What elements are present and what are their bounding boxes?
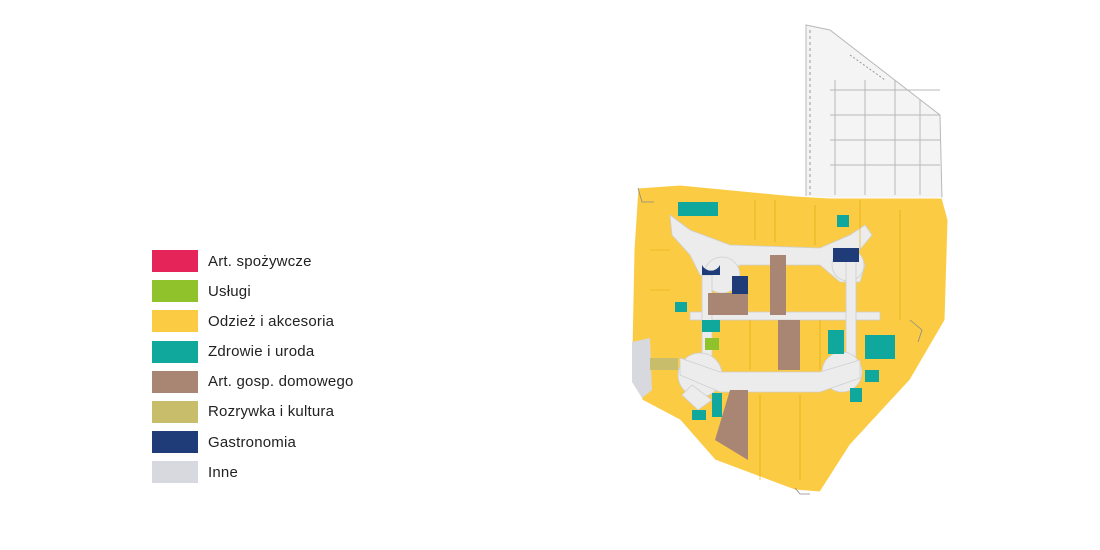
legend-label-health: Zdrowie i uroda	[208, 343, 315, 361]
parking-area	[805, 24, 943, 201]
zone-other	[632, 338, 652, 398]
zone-household	[708, 255, 800, 460]
legend-swatch-gastronomy	[152, 431, 198, 454]
legend-swatch-household	[152, 370, 198, 393]
legend-swatch-entertainment	[152, 400, 198, 423]
legend-item-health: Zdrowie i uroda	[152, 340, 412, 364]
shop-dividers	[650, 200, 901, 480]
legend-swatch-other	[152, 461, 198, 484]
floor-plan	[620, 20, 960, 500]
zone-health	[675, 202, 895, 420]
legend-label-household: Art. gosp. domowego	[208, 373, 354, 391]
legend-label-gastronomy: Gastronomia	[208, 433, 297, 451]
map-legend: Art. spożywcze Usługi Odzież i akcesoria…	[152, 249, 412, 491]
floor-plan-svg	[631, 24, 949, 495]
legend-label-food: Art. spożywcze	[208, 252, 312, 270]
legend-swatch-services	[152, 280, 198, 303]
zone-gastronomy	[702, 248, 859, 294]
legend-label-entertainment: Rozrywka i kultura	[208, 403, 335, 421]
zone-entertainment	[650, 358, 678, 370]
legend-item-household: Art. gosp. domowego	[152, 370, 412, 394]
legend-label-other: Inne	[208, 463, 238, 481]
legend-item-food: Art. spożywcze	[152, 249, 412, 273]
legend-item-gastronomy: Gastronomia	[152, 430, 412, 454]
legend-swatch-health	[152, 340, 198, 363]
legend-swatch-fashion	[152, 310, 198, 333]
legend-item-services: Usługi	[152, 279, 412, 303]
legend-swatch-food	[152, 250, 198, 272]
legend-label-fashion: Odzież i akcesoria	[208, 312, 335, 330]
legend-item-entertainment: Rozrywka i kultura	[152, 400, 412, 424]
legend-item-fashion: Odzież i akcesoria	[152, 309, 412, 333]
legend-label-services: Usługi	[208, 282, 251, 300]
legend-item-other: Inne	[152, 460, 412, 484]
entrance-markers	[637, 187, 923, 495]
zone-services	[705, 338, 719, 350]
